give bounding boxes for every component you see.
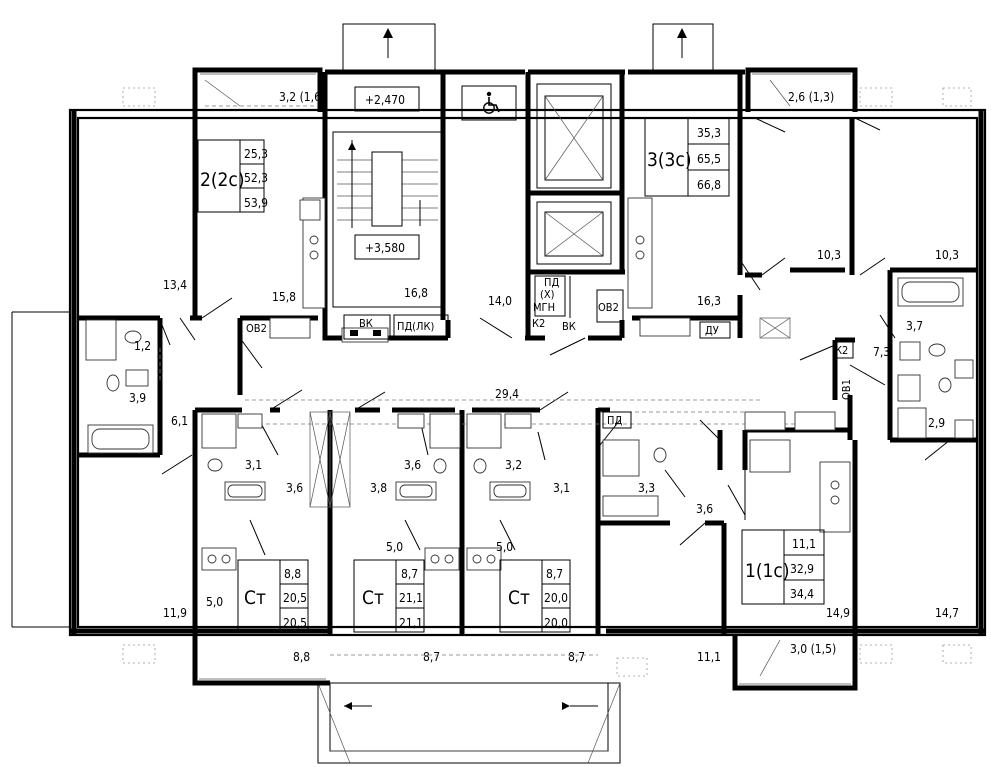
apartment-area: 20,0	[544, 616, 568, 630]
room-area: 11,9	[163, 606, 187, 620]
room-area: 15,8	[272, 290, 296, 304]
room-area: 8,7	[423, 650, 440, 664]
room-area: 6,1	[171, 414, 188, 428]
room-area: 14,0	[488, 294, 512, 308]
room-area: 8,7	[568, 650, 585, 664]
room-area: 3,6	[404, 458, 421, 472]
elevator-shafts	[525, 69, 625, 325]
stair-core	[322, 69, 525, 341]
service-labels: ВК ПД(ЛК) ВК ПД (Х) МГН К2 ОВ2 ОВ2 ДУ К2…	[246, 276, 854, 429]
apartment-area: 20,5	[283, 591, 307, 605]
room-area: 16,3	[697, 294, 721, 308]
room-area: 5,0	[206, 595, 223, 609]
apartment-box-studio-c: Ст 8,7 20,0 20,0	[499, 559, 571, 633]
apartment-area: 32,9	[790, 562, 814, 576]
service-label: К2	[835, 344, 848, 357]
service-label: МГН	[533, 301, 555, 314]
apartment-box-studio-b: Ст 8,7 21,1 21,1	[353, 559, 425, 633]
wheelchair-icon	[483, 91, 500, 114]
apartment-area: 20,0	[544, 591, 568, 605]
room-area: 7,3	[873, 345, 890, 359]
room-area: 3,7	[906, 319, 923, 333]
apartment-area: 8,7	[546, 567, 563, 581]
balcony-top-right-label: 2,6 (1,3)	[788, 90, 834, 104]
apartment-area: 8,8	[284, 567, 301, 581]
balcony-top-left	[192, 67, 323, 112]
apartment-area: 8,7	[401, 567, 418, 581]
room-area: 3,3	[638, 481, 655, 495]
service-label: ПД	[607, 414, 622, 427]
fixtures	[85, 197, 974, 571]
level-lower: +3,580	[365, 241, 405, 255]
room-area: 3,8	[370, 481, 387, 495]
room-area: 5,0	[386, 540, 403, 554]
balcony-top-right	[745, 67, 858, 112]
room-area: 1,2	[134, 339, 151, 353]
corridor-lines	[159, 317, 835, 508]
service-label: ВК	[359, 317, 373, 330]
apartment-label: 2(2с)	[200, 169, 245, 191]
service-label: ОВ1	[840, 379, 853, 400]
apartment-area: 25,3	[244, 147, 268, 161]
service-label: (Х)	[540, 288, 555, 301]
balcony-top-left-label: 3,2 (1,6)	[279, 90, 325, 104]
room-area: 16,8	[404, 286, 428, 300]
apartment-box-apt1: 1(1с) 11,1 32,9 34,4	[741, 529, 825, 605]
room-area: 11,1	[697, 650, 721, 664]
room-area: 3,1	[245, 458, 262, 472]
apartment-area: 20,5	[283, 616, 307, 630]
apartment-box-studio-a: Ст 8,8 20,5 20,5	[237, 559, 309, 633]
top-entry-right	[652, 23, 714, 75]
service-label: ВК	[562, 320, 576, 333]
apartment-label: 1(1с)	[745, 560, 790, 582]
room-area: 29,4	[495, 387, 519, 401]
room-area: 3,6	[286, 481, 303, 495]
apartment-label: 3(3с)	[647, 149, 692, 171]
apartment-area: 66,8	[697, 178, 721, 192]
room-area: 14,7	[935, 606, 959, 620]
apartment-box-apt3: 3(3с) 35,3 65,5 66,8	[644, 117, 730, 197]
exterior-markers	[11, 87, 972, 677]
balcony-bottom-right	[732, 635, 858, 691]
service-label: ПД(ЛК)	[397, 320, 435, 333]
apartment-area: 21,1	[399, 616, 423, 630]
room-area: 2,9	[928, 416, 945, 430]
balcony-bottom-right-label: 3,0 (1,5)	[790, 642, 836, 656]
apartment-area: 52,3	[244, 171, 268, 185]
apartment-area: 34,4	[790, 587, 814, 601]
apartment-area: 11,1	[792, 537, 816, 551]
room-area: 10,3	[817, 248, 841, 262]
apartment-area: 35,3	[697, 126, 721, 140]
room-area: 13,4	[163, 278, 187, 292]
room-area: 3,2	[505, 458, 522, 472]
apartment-area: 21,1	[399, 591, 423, 605]
room-area: 3,9	[129, 391, 146, 405]
apartment-label: Ст	[508, 587, 530, 609]
stair-treads	[337, 140, 438, 228]
room-area: 5,0	[496, 540, 513, 554]
service-label: К2	[532, 317, 545, 330]
room-area: 8,8	[293, 650, 310, 664]
apartment-box-apt2: 2(2с) 25,3 52,3 53,9	[197, 139, 268, 213]
room-area: 14,9	[826, 606, 850, 620]
service-label: ДУ	[705, 324, 719, 337]
top-entry-left	[342, 23, 436, 75]
room-area: 10,3	[935, 248, 959, 262]
room-area: 3,1	[553, 481, 570, 495]
apartment-label: Ст	[244, 587, 266, 609]
apartment-label: Ст	[362, 587, 384, 609]
service-label: ОВ2	[246, 322, 267, 335]
apartment-area: 53,9	[244, 196, 268, 210]
level-upper: +2,470	[365, 93, 405, 107]
service-label: ПД	[544, 276, 559, 289]
apartment-area: 65,5	[697, 152, 721, 166]
balcony-bottom-left	[192, 635, 330, 686]
bottom-porch	[317, 682, 621, 764]
room-areas: 13,4 15,8 16,8 14,0 16,3 10,3 10,3 1,2 3…	[129, 248, 959, 664]
room-area: 3,6	[696, 502, 713, 516]
service-label: ОВ2	[598, 301, 619, 314]
